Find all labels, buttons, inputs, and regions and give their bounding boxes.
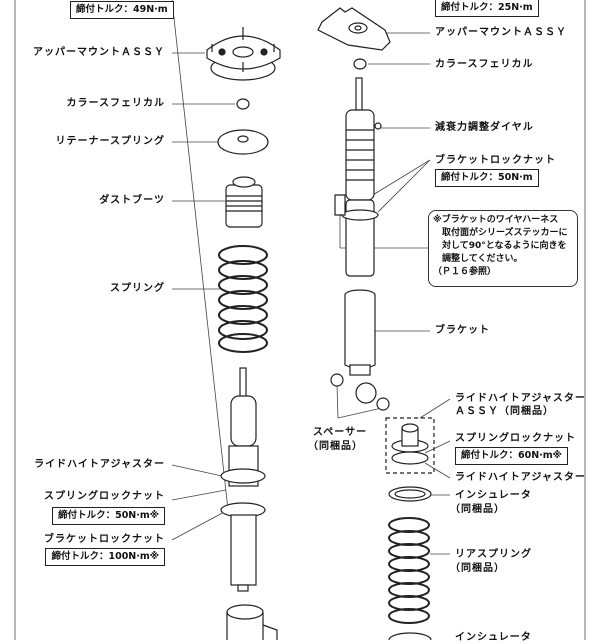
shock-absorber-right: [334, 77, 382, 277]
label-collar-right: カラースフェリカル: [435, 59, 534, 70]
label-insulator-bottom: インシュレータ: [455, 632, 532, 643]
label-rha-assy-line2: ＡＳＳＹ（同梱品）: [455, 406, 554, 417]
shock-absorber-left: [220, 367, 266, 592]
label-collar-left: カラースフェリカル: [66, 98, 165, 109]
insulator-right: [388, 486, 432, 502]
torque-box-spring-lock-right: 締付トルク：60N·m※: [455, 447, 568, 465]
bracket-right: [344, 289, 377, 404]
label-insulator-included: （同梱品）: [450, 504, 505, 515]
label-spacer-included: （同梱品）: [308, 441, 363, 452]
label-ride-height-adjuster-left: ライドハイトアジャスター: [34, 459, 165, 470]
torque-box-bracket-lock-right: 締付トルク：50N·m: [435, 169, 539, 187]
label-rear-spring: リアスプリング: [455, 549, 532, 560]
ride-height-adjuster-right: [391, 423, 429, 465]
label-rha-assy-line1: ライドハイトアジャスター: [455, 393, 586, 404]
note-line: 対して90°となるように向きを: [433, 241, 567, 251]
torque-box-spring-lock-left: 締付トルク：50N·m※: [52, 507, 165, 525]
label-damping-dial: 減衰力調整ダイヤル: [435, 122, 534, 133]
label-spring: スプリング: [110, 283, 165, 294]
left-leader-lines: [171, 0, 235, 541]
spring-left: [218, 245, 268, 353]
torque-box-upper-mount-left: 締付トルク：49N·m: [70, 1, 174, 19]
ride-height-adjuster-assy-box: [385, 417, 435, 474]
torque-box-bracket-lock-left: 締付トルク：100N·m※: [45, 548, 165, 566]
torque-box-upper-mount-right: 締付トルク：25N·m: [435, 0, 539, 17]
note-line: ※ブラケットのワイヤハーネス: [433, 215, 559, 225]
bracket-orientation-note: ※ブラケットのワイヤハーネス 取付面がシリーズステッカーに 対して90°となるよ…: [428, 210, 578, 287]
note-line: 取付面がシリーズステッカーに: [433, 228, 568, 238]
note-line: （Ｐ１６参照）: [433, 267, 497, 277]
spacers: [330, 373, 390, 411]
note-line: 調整してください。: [433, 254, 523, 264]
rear-spring: [388, 517, 430, 624]
label-rear-spring-included: （同梱品）: [450, 563, 505, 574]
upper-mount-right: [317, 7, 391, 51]
upper-mount-left: [206, 27, 281, 81]
dust-boot-left: [225, 176, 263, 228]
label-bracket: ブラケット: [435, 325, 490, 336]
insulator-bottom: [388, 632, 432, 640]
label-bracket-lock-nut-right: ブラケットロックナット: [435, 155, 556, 166]
label-upper-mount-left: アッパーマウントＡＳＳＹ: [33, 47, 165, 58]
label-bracket-lock-nut-left: ブラケットロックナット: [44, 534, 165, 545]
label-insulator: インシュレータ: [455, 490, 532, 501]
label-spring-lock-nut-right: スプリングロックナット: [455, 433, 576, 444]
label-retainer: リテーナースプリング: [55, 136, 165, 147]
collar-spherical-left: [236, 98, 250, 110]
label-upper-mount-right: アッパーマウントＡＳＳＹ: [435, 27, 567, 38]
collar-spherical-right: [353, 58, 367, 70]
label-spacer: スペーサー: [313, 427, 368, 438]
label-ride-height-adjuster-right: ライドハイトアジャスター: [455, 472, 586, 483]
bracket-left: [226, 604, 278, 640]
label-spring-lock-nut-left: スプリングロックナット: [44, 491, 165, 502]
label-dust-boot: ダストブーツ: [99, 195, 165, 206]
retainer-left: [217, 129, 269, 155]
